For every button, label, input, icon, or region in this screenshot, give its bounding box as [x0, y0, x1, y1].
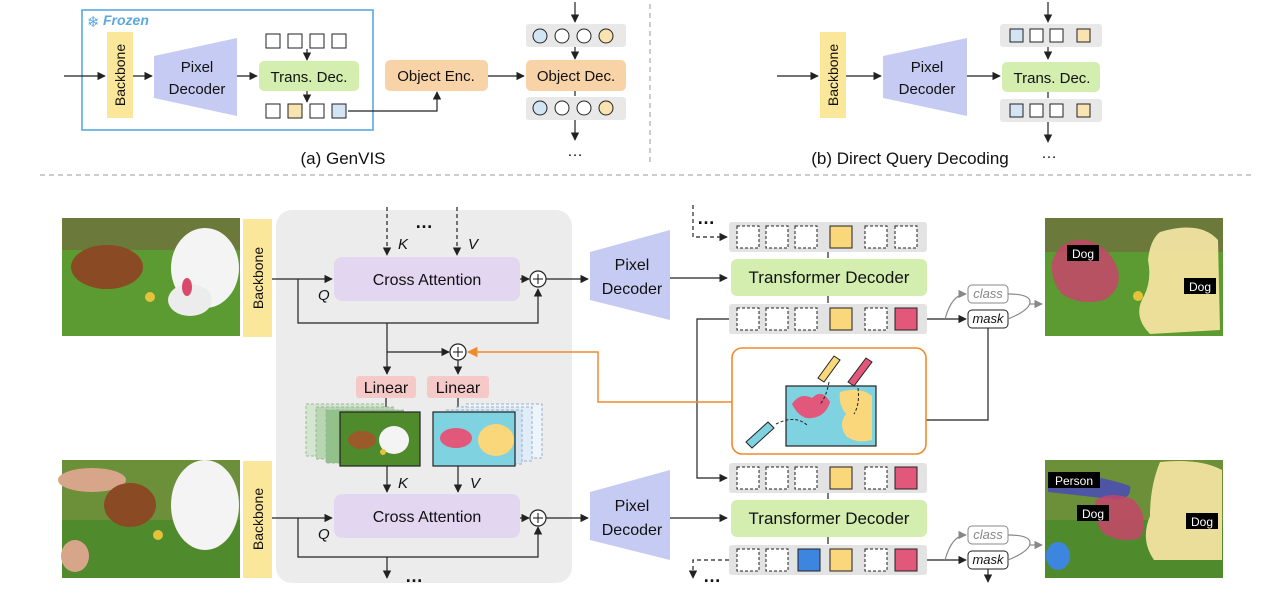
object-dec-block [526, 60, 626, 91]
ellipsis: … [1041, 145, 1057, 162]
dog-tag-2b [1186, 513, 1218, 529]
segmentation-map-illustration [745, 355, 877, 449]
caption-a: (a) GenVIS [300, 149, 385, 168]
transformer-decoder-block-1 [731, 259, 927, 296]
cross-attention-block-2 [334, 494, 520, 538]
k-label-2: K [398, 475, 409, 492]
backbone-block-2 [243, 461, 272, 578]
person-tag-2 [1048, 472, 1100, 488]
key-feature-stack [305, 403, 421, 467]
dog-label-1a: Dog [1072, 247, 1094, 261]
pixel-decoder-block [883, 38, 967, 116]
object-enc-block [385, 60, 488, 91]
pixel-decoder-label-2a: Pixel [615, 498, 650, 515]
v-label-1: V [468, 236, 480, 253]
input-image-frame-1 [62, 218, 240, 336]
backbone-label: Backbone [825, 44, 841, 106]
cross-attention-label-2: Cross Attention [373, 509, 482, 526]
pixel-decoder-label-1: Pixel [181, 59, 214, 76]
pixel-decoder-label-1b: Decoder [602, 281, 663, 298]
cross-attention-block-1 [334, 257, 520, 301]
trans-dec-label: Trans. Dec. [1014, 70, 1091, 87]
pixel-decoder-label-2: Decoder [169, 81, 226, 98]
class-label-1: class [973, 286, 1003, 301]
panel-a-genvis: ❄ Frozen Backbone Pixel Decoder Trans. D… [64, 2, 626, 168]
caption-b: (b) Direct Query Decoding [811, 149, 1008, 168]
value-feature-stack [432, 403, 543, 467]
frozen-label: Frozen [103, 12, 149, 28]
pixel-decoder-label-2b: Decoder [602, 522, 663, 539]
dog-label-1b: Dog [1189, 280, 1211, 294]
trans-dec-label: Trans. Dec. [271, 69, 348, 86]
mask-label-1: mask [972, 311, 1005, 326]
frozen-box [81, 9, 374, 131]
transformer-decoder-block-2 [731, 500, 927, 537]
k-label-1: K [398, 236, 409, 253]
q-label-1: Q [318, 287, 330, 304]
transformer-decoder-label-1: Transformer Decoder [749, 268, 910, 287]
backbone-block [820, 32, 846, 118]
object-dec-label: Object Dec. [537, 68, 615, 85]
q-label-2: Q [318, 526, 330, 543]
cross-attention-label-1: Cross Attention [373, 272, 482, 289]
backbone-block-1 [243, 219, 272, 337]
linear-block-v [427, 376, 489, 398]
trans-dec-block [259, 61, 359, 91]
backbone-label-1: Backbone [250, 247, 266, 309]
dog-label-2b: Dog [1191, 515, 1213, 529]
dog-label-2a: Dog [1082, 507, 1104, 521]
panel-b-direct-query-decoding: Backbone Pixel Decoder Trans. Dec. … (b)… [777, 2, 1102, 168]
pixel-decoder-block [154, 38, 237, 116]
person-label-2: Person [1055, 474, 1093, 488]
linear-label-v: Linear [436, 380, 481, 397]
panel-c-method: Backbone Backbone … K V Cross Attention … [58, 205, 1223, 586]
pixel-decoder-label-2: Decoder [899, 81, 956, 98]
transformer-decoder-label-2: Transformer Decoder [749, 509, 910, 528]
ellipsis-top: … [415, 212, 433, 232]
ellipsis: … [567, 143, 583, 160]
object-enc-label: Object Enc. [397, 68, 475, 85]
dog-tag-2a [1077, 505, 1109, 521]
input-image-frame-2 [58, 460, 240, 578]
backbone-block [107, 32, 133, 118]
backbone-label: Backbone [112, 44, 128, 106]
pixel-decoder-block-1 [590, 230, 670, 320]
output-segmentation-frame-1 [1045, 218, 1223, 336]
trans-dec-block [1002, 62, 1100, 92]
output-queries [265, 103, 347, 119]
ellipsis-queries-in: … [697, 208, 715, 228]
mask-label-2: mask [972, 552, 1005, 567]
linear-label-k: Linear [364, 380, 409, 397]
input-queries [265, 33, 347, 49]
pixel-decoder-label-1: Pixel [911, 59, 944, 76]
backbone-label-2: Backbone [250, 488, 266, 550]
linear-block-k [356, 376, 416, 398]
snowflake-icon: ❄ [87, 14, 100, 31]
dog-tag-1b [1184, 278, 1216, 294]
ellipsis-bottom: … [405, 566, 423, 586]
query-module-background [276, 210, 572, 583]
class-label-2: class [973, 527, 1003, 542]
ellipsis-queries-out: … [703, 566, 721, 586]
dog-tag-1a [1067, 245, 1099, 261]
pixel-decoder-label-1a: Pixel [615, 257, 650, 274]
v-label-2: V [470, 475, 482, 492]
pixel-decoder-block-2 [590, 470, 670, 560]
